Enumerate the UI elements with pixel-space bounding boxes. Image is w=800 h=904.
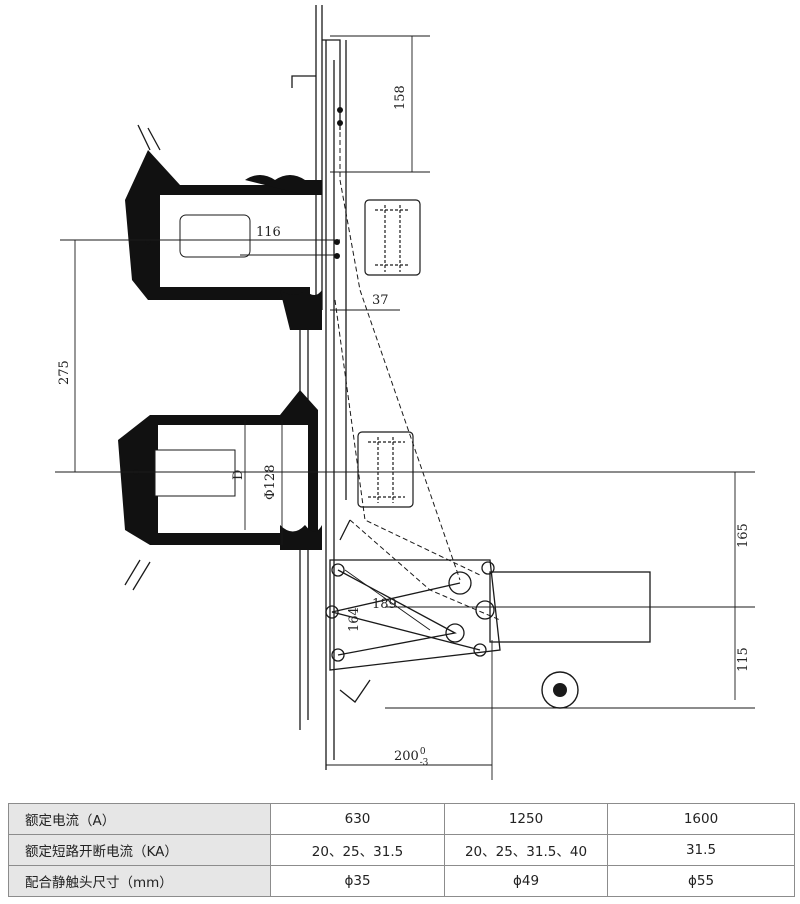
technical-drawing: 158 116 37 275 D Φ128 165 189 164 115 20… bbox=[55, 5, 755, 780]
lower-bushing bbox=[118, 390, 322, 591]
table-row: 额定电流（A） 630 1250 1600 bbox=[8, 803, 795, 835]
upper-bushing bbox=[125, 124, 322, 330]
table-cell: 1250 bbox=[444, 803, 608, 835]
contact-box-upper bbox=[364, 199, 421, 276]
table-cell: 20、25、31.5、40 bbox=[444, 834, 608, 866]
frame-line bbox=[299, 5, 323, 730]
table-cell: 630 bbox=[270, 803, 445, 835]
row-label: 配合静触头尺寸（mm） bbox=[8, 865, 271, 897]
table-row: 配合静触头尺寸（mm） ϕ35 ϕ49 ϕ55 bbox=[8, 865, 795, 897]
table-cell: ϕ35 bbox=[270, 865, 445, 897]
table-cell: 20、25、31.5 bbox=[270, 834, 445, 866]
dim-164: 164 bbox=[347, 607, 362, 632]
contact-box-lower bbox=[357, 431, 414, 508]
frame-main bbox=[325, 40, 347, 770]
table-row: 额定短路开断电流（KA） 20、25、31.5 20、25、31.5、40 31… bbox=[8, 834, 795, 866]
dim-165: 165 bbox=[736, 523, 751, 548]
dimension-lines bbox=[55, 35, 755, 780]
dim-D: D bbox=[231, 470, 246, 480]
table-cell: ϕ49 bbox=[444, 865, 608, 897]
dim-phi128: Φ128 bbox=[263, 465, 278, 500]
table-cell: 1600 bbox=[607, 803, 795, 835]
dim-189: 189 bbox=[372, 597, 397, 612]
row-label: 额定电流（A） bbox=[8, 803, 271, 835]
dim-115: 115 bbox=[736, 647, 751, 672]
table-cell: 31.5 bbox=[607, 834, 795, 866]
row-label: 额定短路开断电流（KA） bbox=[8, 834, 271, 866]
linkage-dashed bbox=[334, 60, 501, 621]
wheel bbox=[541, 671, 579, 709]
dim-37: 37 bbox=[372, 293, 389, 308]
dim-200: 2000-3 bbox=[394, 747, 429, 768]
dim-116: 116 bbox=[256, 225, 281, 240]
table-cell: ϕ55 bbox=[607, 865, 795, 897]
dim-158: 158 bbox=[393, 85, 408, 110]
spec-table: 额定电流（A） 630 1250 1600 额定短路开断电流（KA） 20、25… bbox=[8, 803, 795, 897]
dim-275: 275 bbox=[57, 360, 72, 385]
